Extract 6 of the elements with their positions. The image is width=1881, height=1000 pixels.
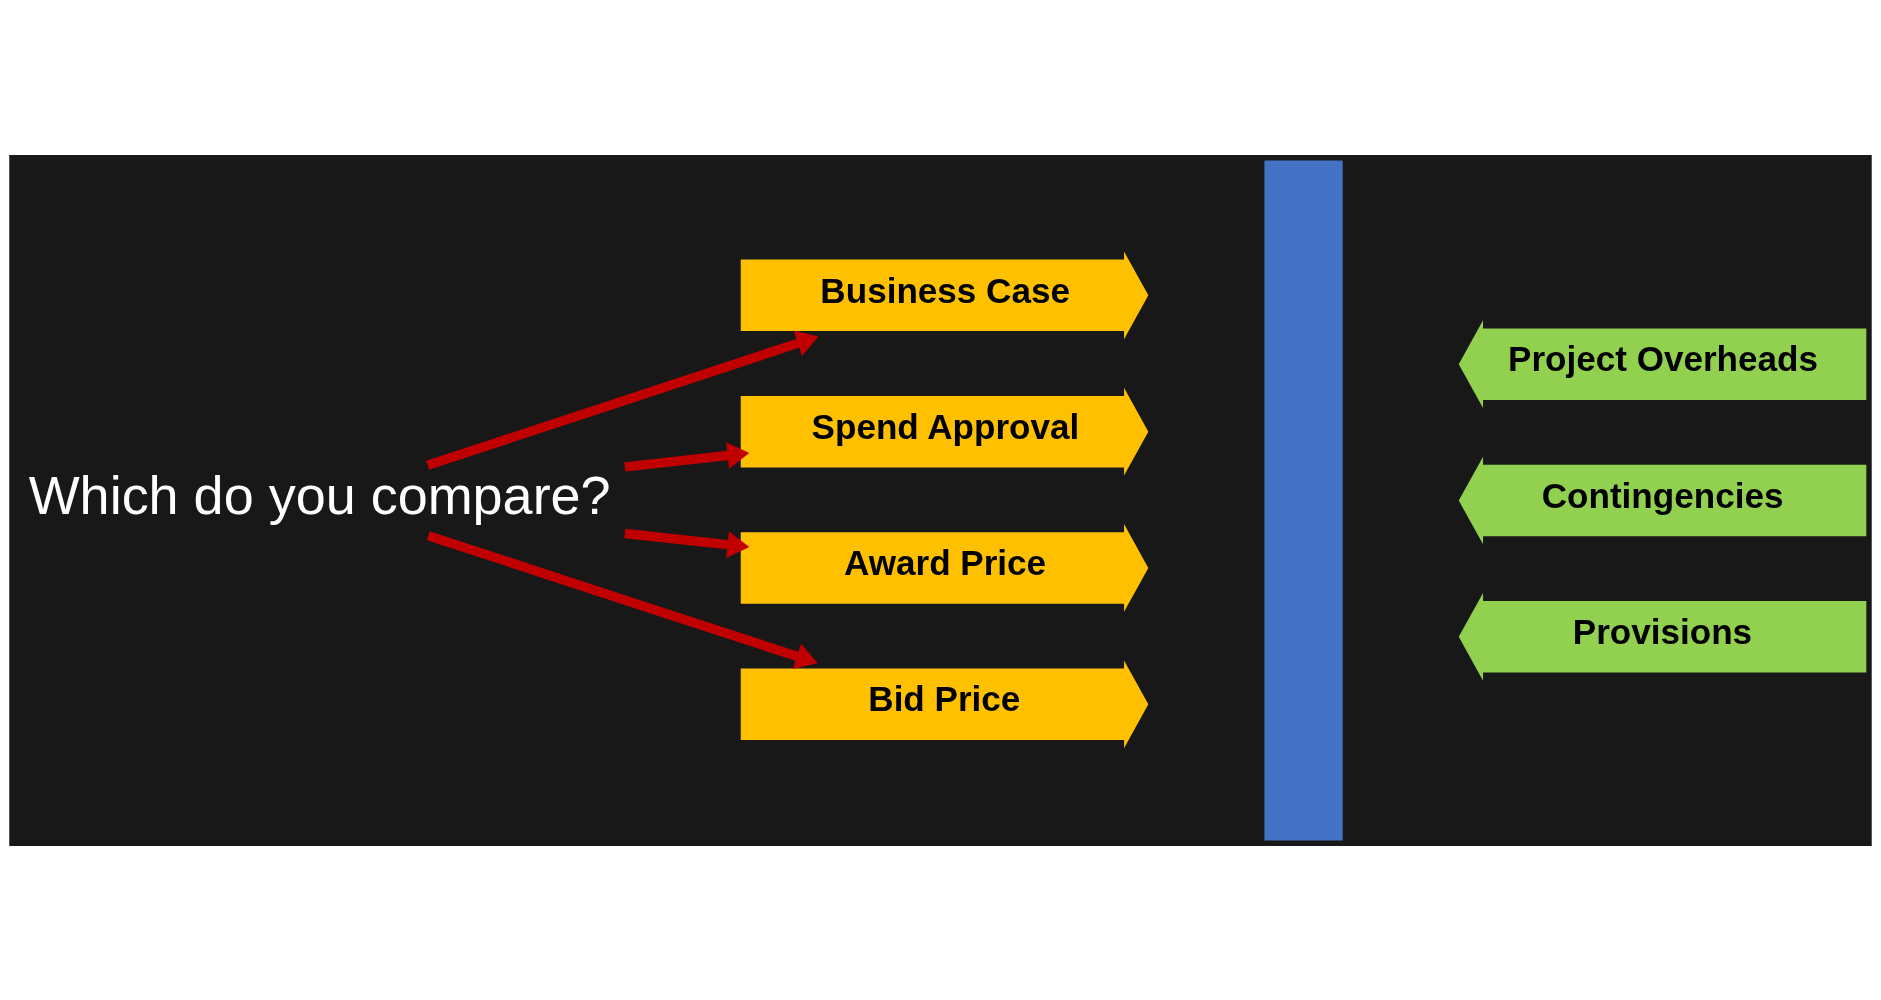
arrow	[426, 330, 819, 470]
arrow	[624, 528, 750, 558]
arrow	[624, 441, 750, 472]
node-text: Which do you compare?	[28, 464, 611, 525]
arrow	[426, 530, 818, 669]
node-bar	[1264, 159, 1343, 841]
